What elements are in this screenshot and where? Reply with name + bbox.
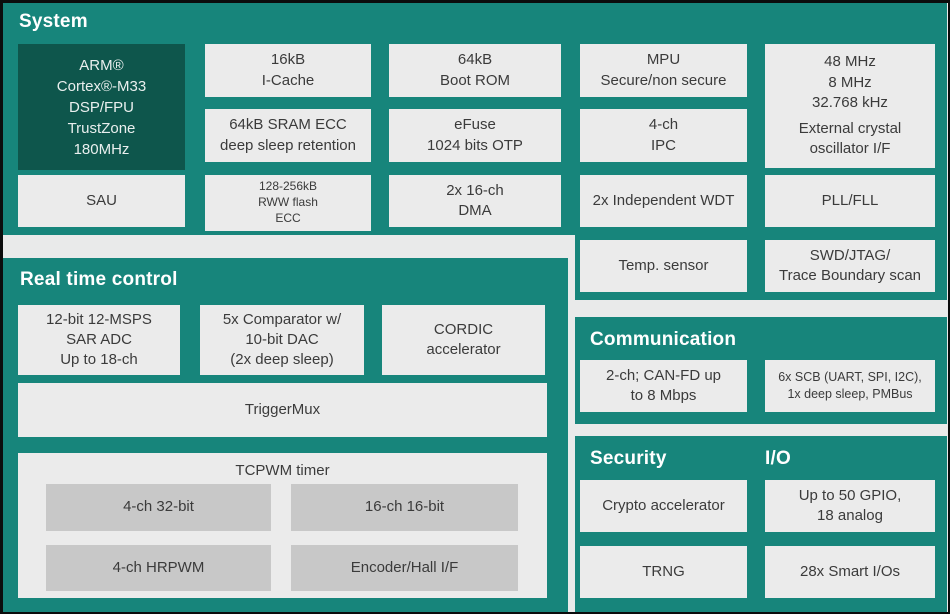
block-pll-fll: PLL/FLL [765,175,935,227]
section-title-io: I/O [765,448,791,469]
block-crypto-accelerator: Crypto accelerator [580,480,747,532]
block-dma: 2x 16-ch DMA [389,175,561,227]
block-tcpwm-encoder-hall: Encoder/Hall I/F [291,545,518,591]
section-title-security: Security [590,448,667,469]
block-trng: TRNG [580,546,747,598]
block-efuse: eFuse 1024 bits OTP [389,109,561,162]
block-i-cache: 16kB I-Cache [205,44,371,97]
crystal-interface-label: External crystal oscillator I/F [798,120,902,158]
block-cordic-accelerator: CORDIC accelerator [382,305,545,375]
block-temp-sensor: Temp. sensor [580,240,747,292]
block-rww-flash: 128-256kB RWW flash ECC [205,175,371,231]
block-trigger-mux: TriggerMux [18,383,547,437]
block-sar-adc: 12-bit 12-MSPS SAR ADC Up to 18-ch [18,305,180,375]
block-wdt: 2x Independent WDT [580,175,747,227]
block-ipc: 4-ch IPC [580,109,747,162]
block-sau: SAU [18,175,185,227]
block-external-crystal-oscillator: 48 MHz 8 MHz 32.768 kHz External crystal… [765,44,935,168]
block-tcpwm-4ch-32bit: 4-ch 32-bit [46,484,271,531]
section-title-system: System [19,11,88,32]
block-swd-jtag: SWD/JTAG/ Trace Boundary scan [765,240,935,292]
block-tcpwm-4ch-hrpwm: 4-ch HRPWM [46,545,271,591]
section-title-communication: Communication [590,329,737,350]
tcpwm-timer-label: TCPWM timer [235,462,330,479]
block-scb: 6x SCB (UART, SPI, I2C), 1x deep sleep, … [765,360,935,412]
block-can-fd: 2-ch; CAN-FD up to 8 Mbps [580,360,747,412]
block-smart-io: 28x Smart I/Os [765,546,935,598]
block-comparator-dac: 5x Comparator w/ 10-bit DAC (2x deep sle… [200,305,364,375]
block-gpio: Up to 50 GPIO, 18 analog [765,480,935,532]
block-sram: 64kB SRAM ECC deep sleep retention [205,109,371,162]
block-arm-cortex-m33: ARM® Cortex®-M33 DSP/FPU TrustZone 180MH… [18,44,185,170]
section-title-real-time-control: Real time control [20,269,178,290]
block-mpu: MPU Secure/non secure [580,44,747,97]
block-tcpwm-timer: TCPWM timer 4-ch 32-bit 16-ch 16-bit 4-c… [18,453,547,598]
crystal-frequencies: 48 MHz 8 MHz 32.768 kHz [812,53,888,111]
block-tcpwm-16ch-16bit: 16-ch 16-bit [291,484,518,531]
block-boot-rom: 64kB Boot ROM [389,44,561,97]
